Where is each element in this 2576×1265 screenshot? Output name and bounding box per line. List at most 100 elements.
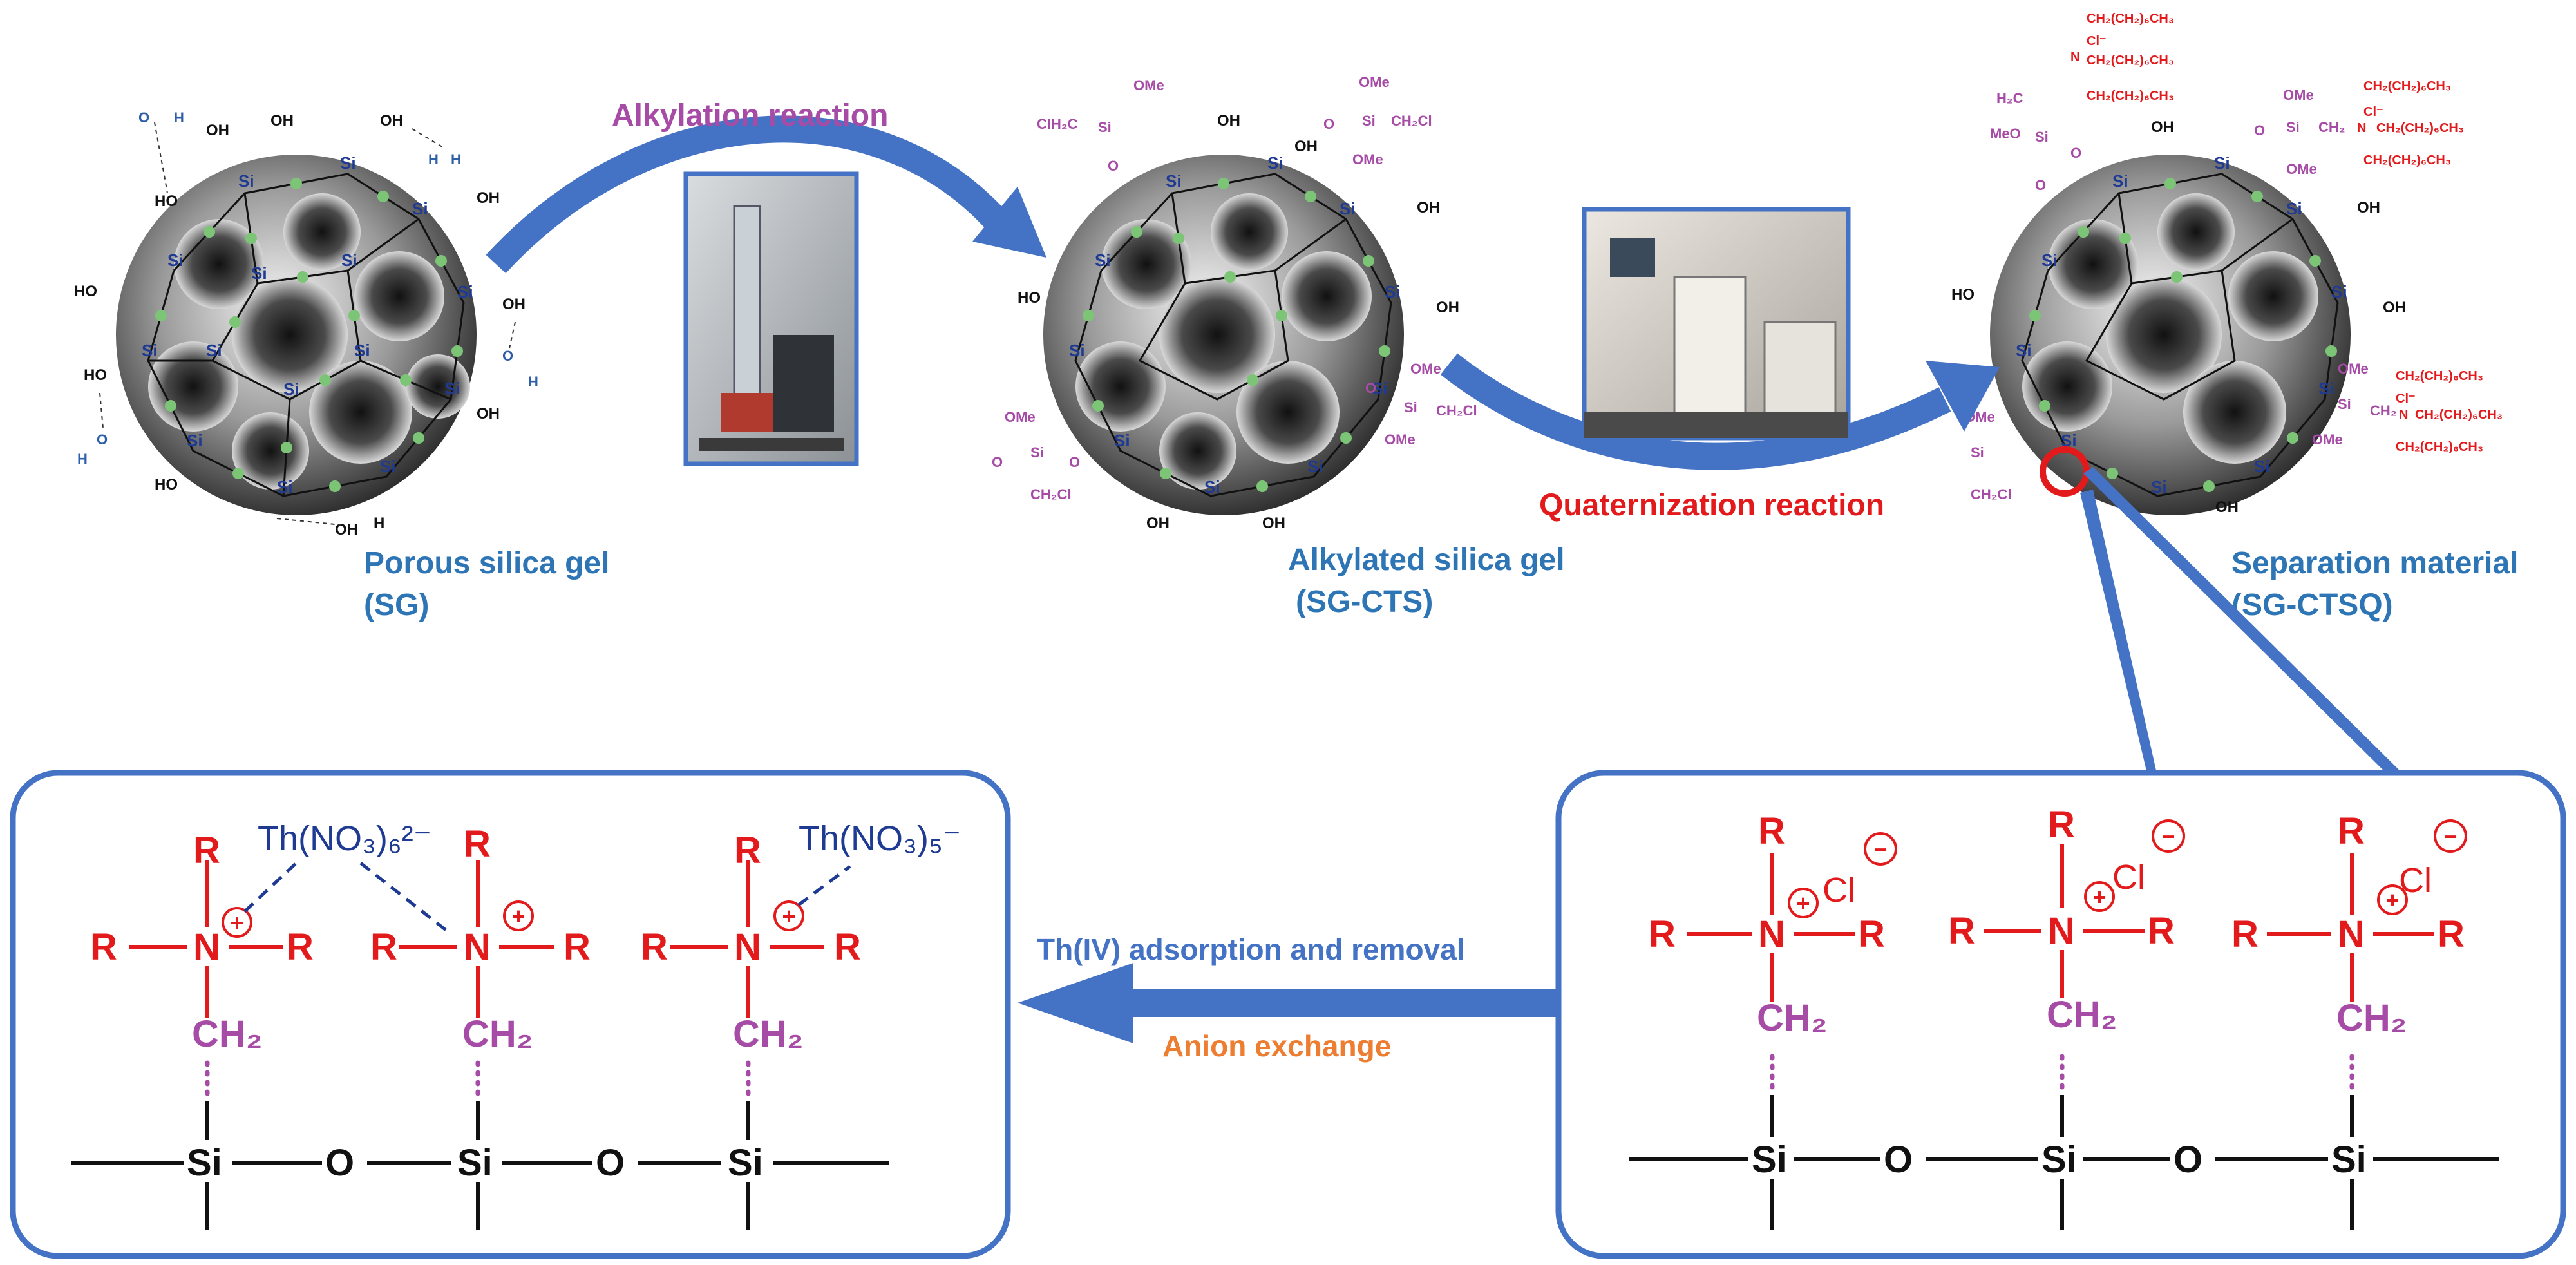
svg-text:OH: OH (1417, 199, 1440, 216)
svg-text:OH: OH (2215, 499, 2239, 516)
svg-text:CH₂Cl: CH₂Cl (1391, 113, 1432, 129)
ctsq-sublabel: (SG-CTSQ) (2231, 588, 2393, 622)
svg-text:H: H (451, 151, 461, 167)
thorium-pentanitrate: Th(NO₃)₅⁻ (799, 819, 961, 858)
svg-text:HO: HO (84, 366, 107, 384)
svg-text:OMe: OMe (2283, 87, 2314, 103)
quaternary-ammonium-groups: CH₂(CH₂)₆CH₃ Cl⁻ N CH₂(CH₂)₆CH₃ CH₂(CH₂)… (2070, 12, 2503, 454)
ctsq-label: Separation material (2231, 546, 2519, 580)
svg-text:R: R (1649, 913, 1676, 955)
svg-text:R: R (2338, 810, 2365, 852)
svg-text:N: N (193, 926, 220, 968)
svg-text:OH: OH (1262, 515, 1285, 532)
pore-pattern (1075, 193, 1372, 490)
svg-text:+: + (2385, 887, 2399, 913)
svg-text:CH₂(CH₂)₆CH₃: CH₂(CH₂)₆CH₃ (2396, 369, 2483, 383)
svg-text:CH₂Cl: CH₂Cl (1030, 486, 1072, 502)
svg-text:Si: Si (187, 1142, 222, 1184)
svg-text:Si: Si (283, 379, 299, 399)
svg-text:R: R (1858, 913, 1885, 955)
svg-text:O: O (2035, 177, 2046, 193)
svg-text:CH₂: CH₂ (462, 1013, 533, 1055)
svg-text:R: R (2438, 913, 2465, 955)
svg-text:O: O (1069, 454, 1080, 470)
si-atoms: Si Si Si Si Si Si Si Si Si Si (1069, 153, 1401, 497)
svg-text:R: R (90, 926, 117, 968)
quaternization-label: Quaternization reaction (1539, 488, 1884, 522)
svg-text:Si: Si (2318, 379, 2334, 398)
svg-text:CH₂(CH₂)₆CH₃: CH₂(CH₂)₆CH₃ (2363, 79, 2451, 93)
h-bonds (99, 122, 516, 526)
svg-text:Si: Si (2214, 153, 2230, 173)
svg-text:Si: Si (1114, 431, 1130, 450)
oxygen-dots (1083, 178, 1390, 492)
oxygen-dots (2029, 178, 2337, 492)
svg-text:R: R (287, 926, 314, 968)
svg-text:O: O (1323, 116, 1334, 132)
svg-text:Si: Si (2151, 477, 2167, 497)
svg-text:+: + (1796, 890, 1810, 917)
svg-text:CH₂: CH₂ (2318, 119, 2345, 135)
svg-text:OMe: OMe (1005, 409, 1036, 425)
sphere-sg: Si Si Si Si Si Si Si Si Si Si Si Si Si S… (74, 109, 538, 538)
right-charge-circles (1788, 819, 2467, 918)
svg-text:Si: Si (167, 251, 184, 270)
svg-text:Si: Si (412, 199, 428, 218)
svg-text:+: + (782, 903, 795, 929)
left-coordination-lines (243, 862, 851, 935)
pore-pattern (2022, 193, 2318, 464)
oxygen-dots (155, 178, 463, 492)
svg-text:CH₂Cl: CH₂Cl (1436, 403, 1477, 419)
right-r-and-n: R R N R R R N R R R N R (1649, 804, 2465, 955)
cts-sublabel: (SG-CTS) (1296, 585, 1433, 619)
svg-text:CH₂Cl: CH₂Cl (1971, 486, 2012, 502)
svg-text:OMe: OMe (1352, 151, 1383, 167)
svg-text:Si: Si (206, 341, 222, 360)
svg-text:H: H (428, 151, 439, 167)
svg-text:Si: Si (341, 251, 357, 270)
svg-text:R: R (2231, 913, 2259, 955)
svg-text:Si: Si (1340, 199, 1356, 218)
left-thorium-complexes: Th(NO₃)₆²⁻ Th(NO₃)₅⁻ (258, 819, 961, 858)
svg-text:R: R (193, 830, 220, 871)
svg-text:R: R (370, 926, 397, 968)
right-charge-signs: + − + − + − (1796, 823, 2457, 917)
svg-text:H: H (528, 374, 538, 390)
svg-text:CH₂(CH₂)₆CH₃: CH₂(CH₂)₆CH₃ (2363, 153, 2451, 167)
left-plus-charges (222, 900, 804, 938)
left-r-and-n: R R N R R R N R R R N R (90, 823, 861, 968)
svg-text:Cl: Cl (2399, 861, 2432, 900)
anion-exchange-arrow (1108, 989, 1558, 1017)
svg-text:OH: OH (477, 189, 500, 207)
svg-text:Si: Si (1752, 1139, 1787, 1181)
svg-text:Si: Si (2041, 1139, 2077, 1181)
svg-text:Si: Si (238, 171, 254, 191)
svg-text:OH: OH (380, 112, 403, 129)
svg-text:CH₂(CH₂)₆CH₃: CH₂(CH₂)₆CH₃ (2087, 53, 2174, 68)
svg-text:CH₂: CH₂ (733, 1013, 804, 1055)
thorium-hexanitrate: Th(NO₃)₆²⁻ (258, 819, 431, 858)
svg-text:OH: OH (1436, 299, 1459, 316)
svg-text:R: R (641, 926, 668, 968)
svg-text:HO: HO (155, 476, 178, 493)
reactor-photo (683, 171, 859, 466)
svg-text:OMe: OMe (2286, 161, 2317, 177)
svg-text:R: R (564, 926, 591, 968)
left-n-bonds (129, 860, 824, 1018)
svg-text:MeO: MeO (1990, 126, 2021, 142)
svg-text:HO: HO (155, 193, 178, 210)
quaternization-arrowhead-icon (1926, 361, 2000, 432)
stage-labels: Porous silica gel (SG) Alkylated silica … (364, 543, 2519, 622)
right-panel-structures: Si O Si O Si CH₂ CH₂ CH₂ (1629, 804, 2499, 1230)
svg-text:OH: OH (1146, 515, 1170, 532)
svg-text:OMe: OMe (2338, 361, 2369, 377)
quaternization-arrow (1440, 353, 1951, 470)
svg-text:Si: Si (1971, 444, 1984, 461)
svg-text:Si: Si (340, 153, 356, 173)
svg-text:O: O (97, 432, 108, 448)
svg-text:O: O (325, 1142, 354, 1184)
svg-text:OH: OH (2357, 199, 2380, 216)
svg-text:CH₂: CH₂ (192, 1013, 263, 1055)
left-plus-signs: + + + (230, 903, 795, 936)
